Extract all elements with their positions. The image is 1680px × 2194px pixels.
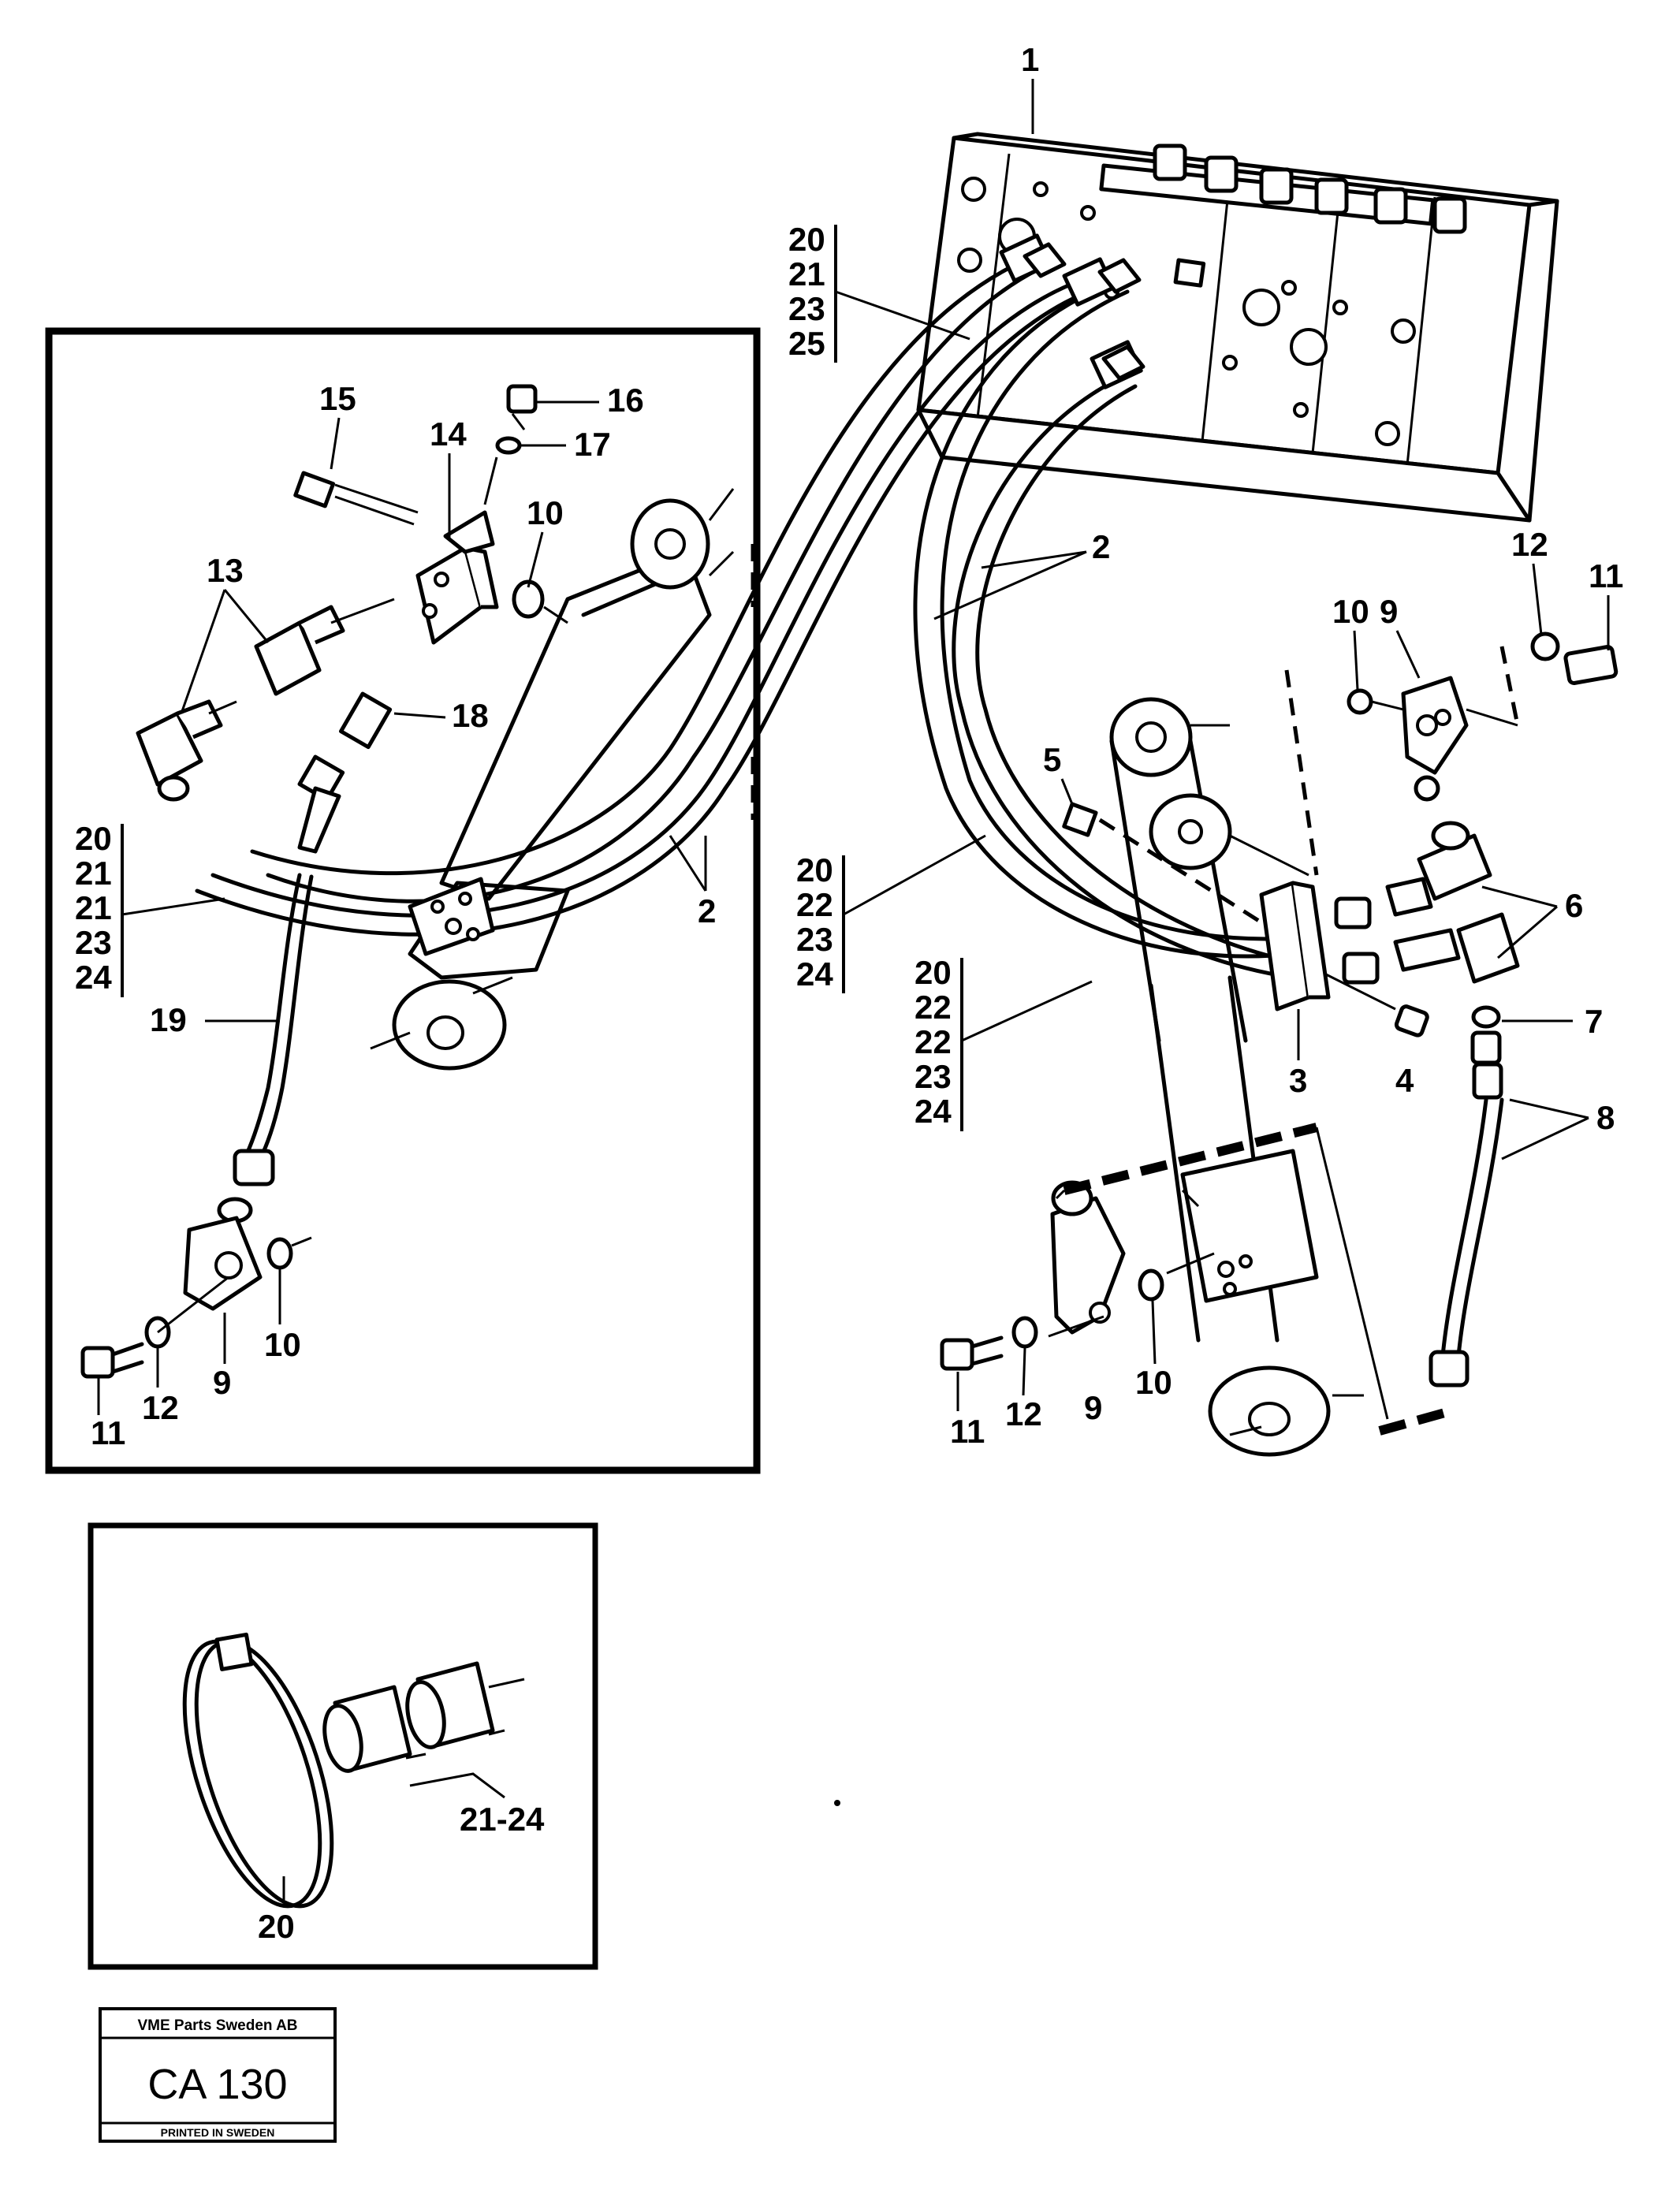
stamp-code: CA 130 [147, 2061, 287, 2108]
callout-8: 8 [1596, 1099, 1615, 1136]
stamp-company: VME Parts Sweden AB [137, 2017, 297, 2034]
callout-3: 3 [1289, 1062, 1307, 1099]
left-cylinder [370, 488, 755, 1071]
stamp-printed: PRINTED IN SWEDEN [161, 2126, 275, 2139]
callout-18: 18 [452, 697, 489, 734]
callout-4: 4 [1395, 1062, 1414, 1099]
distribution-block [293, 384, 568, 645]
hose-end-fittings [999, 233, 1206, 389]
callout-9-left: 9 [213, 1364, 231, 1401]
clamp-label: 20 [258, 1908, 295, 1945]
stray-dot [834, 1800, 840, 1806]
callout-2: 2 [1092, 528, 1110, 565]
hose-mid-22: 22 [796, 886, 833, 923]
hose-mid-20: 20 [796, 851, 833, 888]
hose-top-23: 23 [788, 290, 825, 327]
callout-11-lower: 11 [950, 1413, 985, 1450]
callout-9-right: 9 [1380, 593, 1398, 630]
callout-2-left: 2 [698, 892, 716, 929]
right-bracket [940, 1180, 1215, 1371]
hose-low-22b: 22 [915, 1023, 952, 1060]
hose-left-21: 21 [75, 855, 112, 892]
control-valve-block [916, 132, 1559, 523]
hose-left-23: 23 [75, 924, 112, 961]
callout-10-lower: 10 [1135, 1364, 1172, 1401]
callout-11-left: 11 [91, 1414, 125, 1451]
callout-7: 7 [1585, 1003, 1603, 1040]
hose-left-24: 24 [75, 959, 112, 996]
hose-low-22: 22 [915, 989, 952, 1026]
title-stamp: VME Parts Sweden AB CA 130 PRINTED IN SW… [99, 2007, 337, 2143]
hose-top-21: 21 [788, 255, 825, 292]
hose-top-20: 20 [788, 221, 825, 258]
callout-9-lower: 9 [1084, 1389, 1102, 1426]
hose-left-21b: 21 [75, 889, 112, 926]
sleeve-label: 21-24 [460, 1801, 545, 1838]
callout-11-right: 11 [1589, 557, 1623, 594]
callout-10-inset: 10 [527, 494, 564, 531]
callout-6: 6 [1565, 887, 1583, 924]
right-cylinder [1109, 697, 1364, 1457]
hose-mid-23: 23 [796, 921, 833, 958]
right-fittings [1284, 631, 1619, 1388]
pipe-connection-marker [1063, 1123, 1318, 1195]
left-inset-frame [45, 327, 761, 1474]
callout-13: 13 [207, 552, 244, 589]
callout-10-left: 10 [264, 1326, 301, 1363]
hose-connector [297, 691, 393, 854]
callout-12-left: 12 [142, 1389, 179, 1426]
hose-low-20: 20 [915, 954, 952, 991]
clamp-inset-frame [88, 1522, 598, 1970]
elbow-fittings [136, 598, 395, 802]
callout-12-lower: 12 [1005, 1395, 1042, 1432]
hose-left-20: 20 [75, 820, 112, 857]
hose-mid-24: 24 [796, 955, 833, 993]
pipe-19 [80, 873, 314, 1379]
callout-15: 15 [319, 380, 356, 417]
callout-16: 16 [607, 382, 644, 419]
hose-clamp [1062, 802, 1429, 1037]
hose-top-25: 25 [788, 325, 825, 362]
callout-17: 17 [574, 426, 611, 463]
hose-clamp-detail: 21-24 20 [182, 1632, 545, 1945]
callout-5: 5 [1043, 741, 1061, 778]
hose-low-23: 23 [915, 1058, 952, 1095]
pipe-connection-marker-lower [1378, 1406, 1452, 1436]
hose-low-24: 24 [915, 1093, 952, 1130]
callout-14: 14 [430, 415, 467, 453]
callout-10-right: 10 [1332, 593, 1369, 630]
callout-labels: 1 2 2 3 4 5 6 7 8 9 9 9 10 1 [75, 41, 1623, 1451]
callout-19: 19 [150, 1001, 187, 1038]
callout-12-right: 12 [1511, 526, 1548, 563]
callout-1: 1 [1021, 41, 1039, 78]
